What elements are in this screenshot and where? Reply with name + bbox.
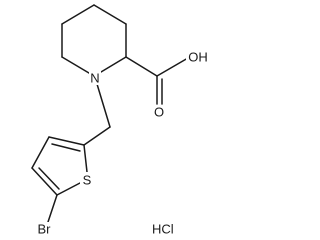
piperidine-ring [61,4,127,77]
bond-n-c6 [61,56,95,77]
bond-c5-c4 [61,4,95,25]
methylene-linker [83,83,111,146]
carboxylic-acid-group [125,56,189,105]
bromine-label: Br [38,222,52,237]
bond-c4t-c5t [31,167,58,196]
bond-c4t-c5t-inner [38,167,60,190]
bond-c5t-s [56,182,81,196]
bond-n-ch2 [96,83,111,128]
bond-c2-n [100,56,127,73]
bond-c2t-c3t [48,136,85,146]
hydroxyl-label: OH [188,50,208,65]
nitrogen-label: N [90,71,99,86]
bond-c2-carboxyl-carbon [125,56,158,77]
carbonyl-oxygen-label: O [154,105,164,120]
chemical-structure-diagram: N OH O S Br HCl [31,4,210,237]
bond-ch2-thiophene [83,126,111,146]
bond-c5t-br [47,194,58,223]
thiophene-ring [31,136,88,223]
hydrochloride-salt-label: HCl [152,222,174,237]
atom-labels: N OH O S Br [32,50,210,237]
bond-c4-c3 [93,4,127,25]
sulfur-label: S [83,173,92,188]
bond-s-c2t [83,144,88,173]
bond-carboxyl-c-oh [156,57,189,77]
bond-c3t-c4t [31,136,50,169]
bond-c2t-c3t-inner [51,143,81,152]
